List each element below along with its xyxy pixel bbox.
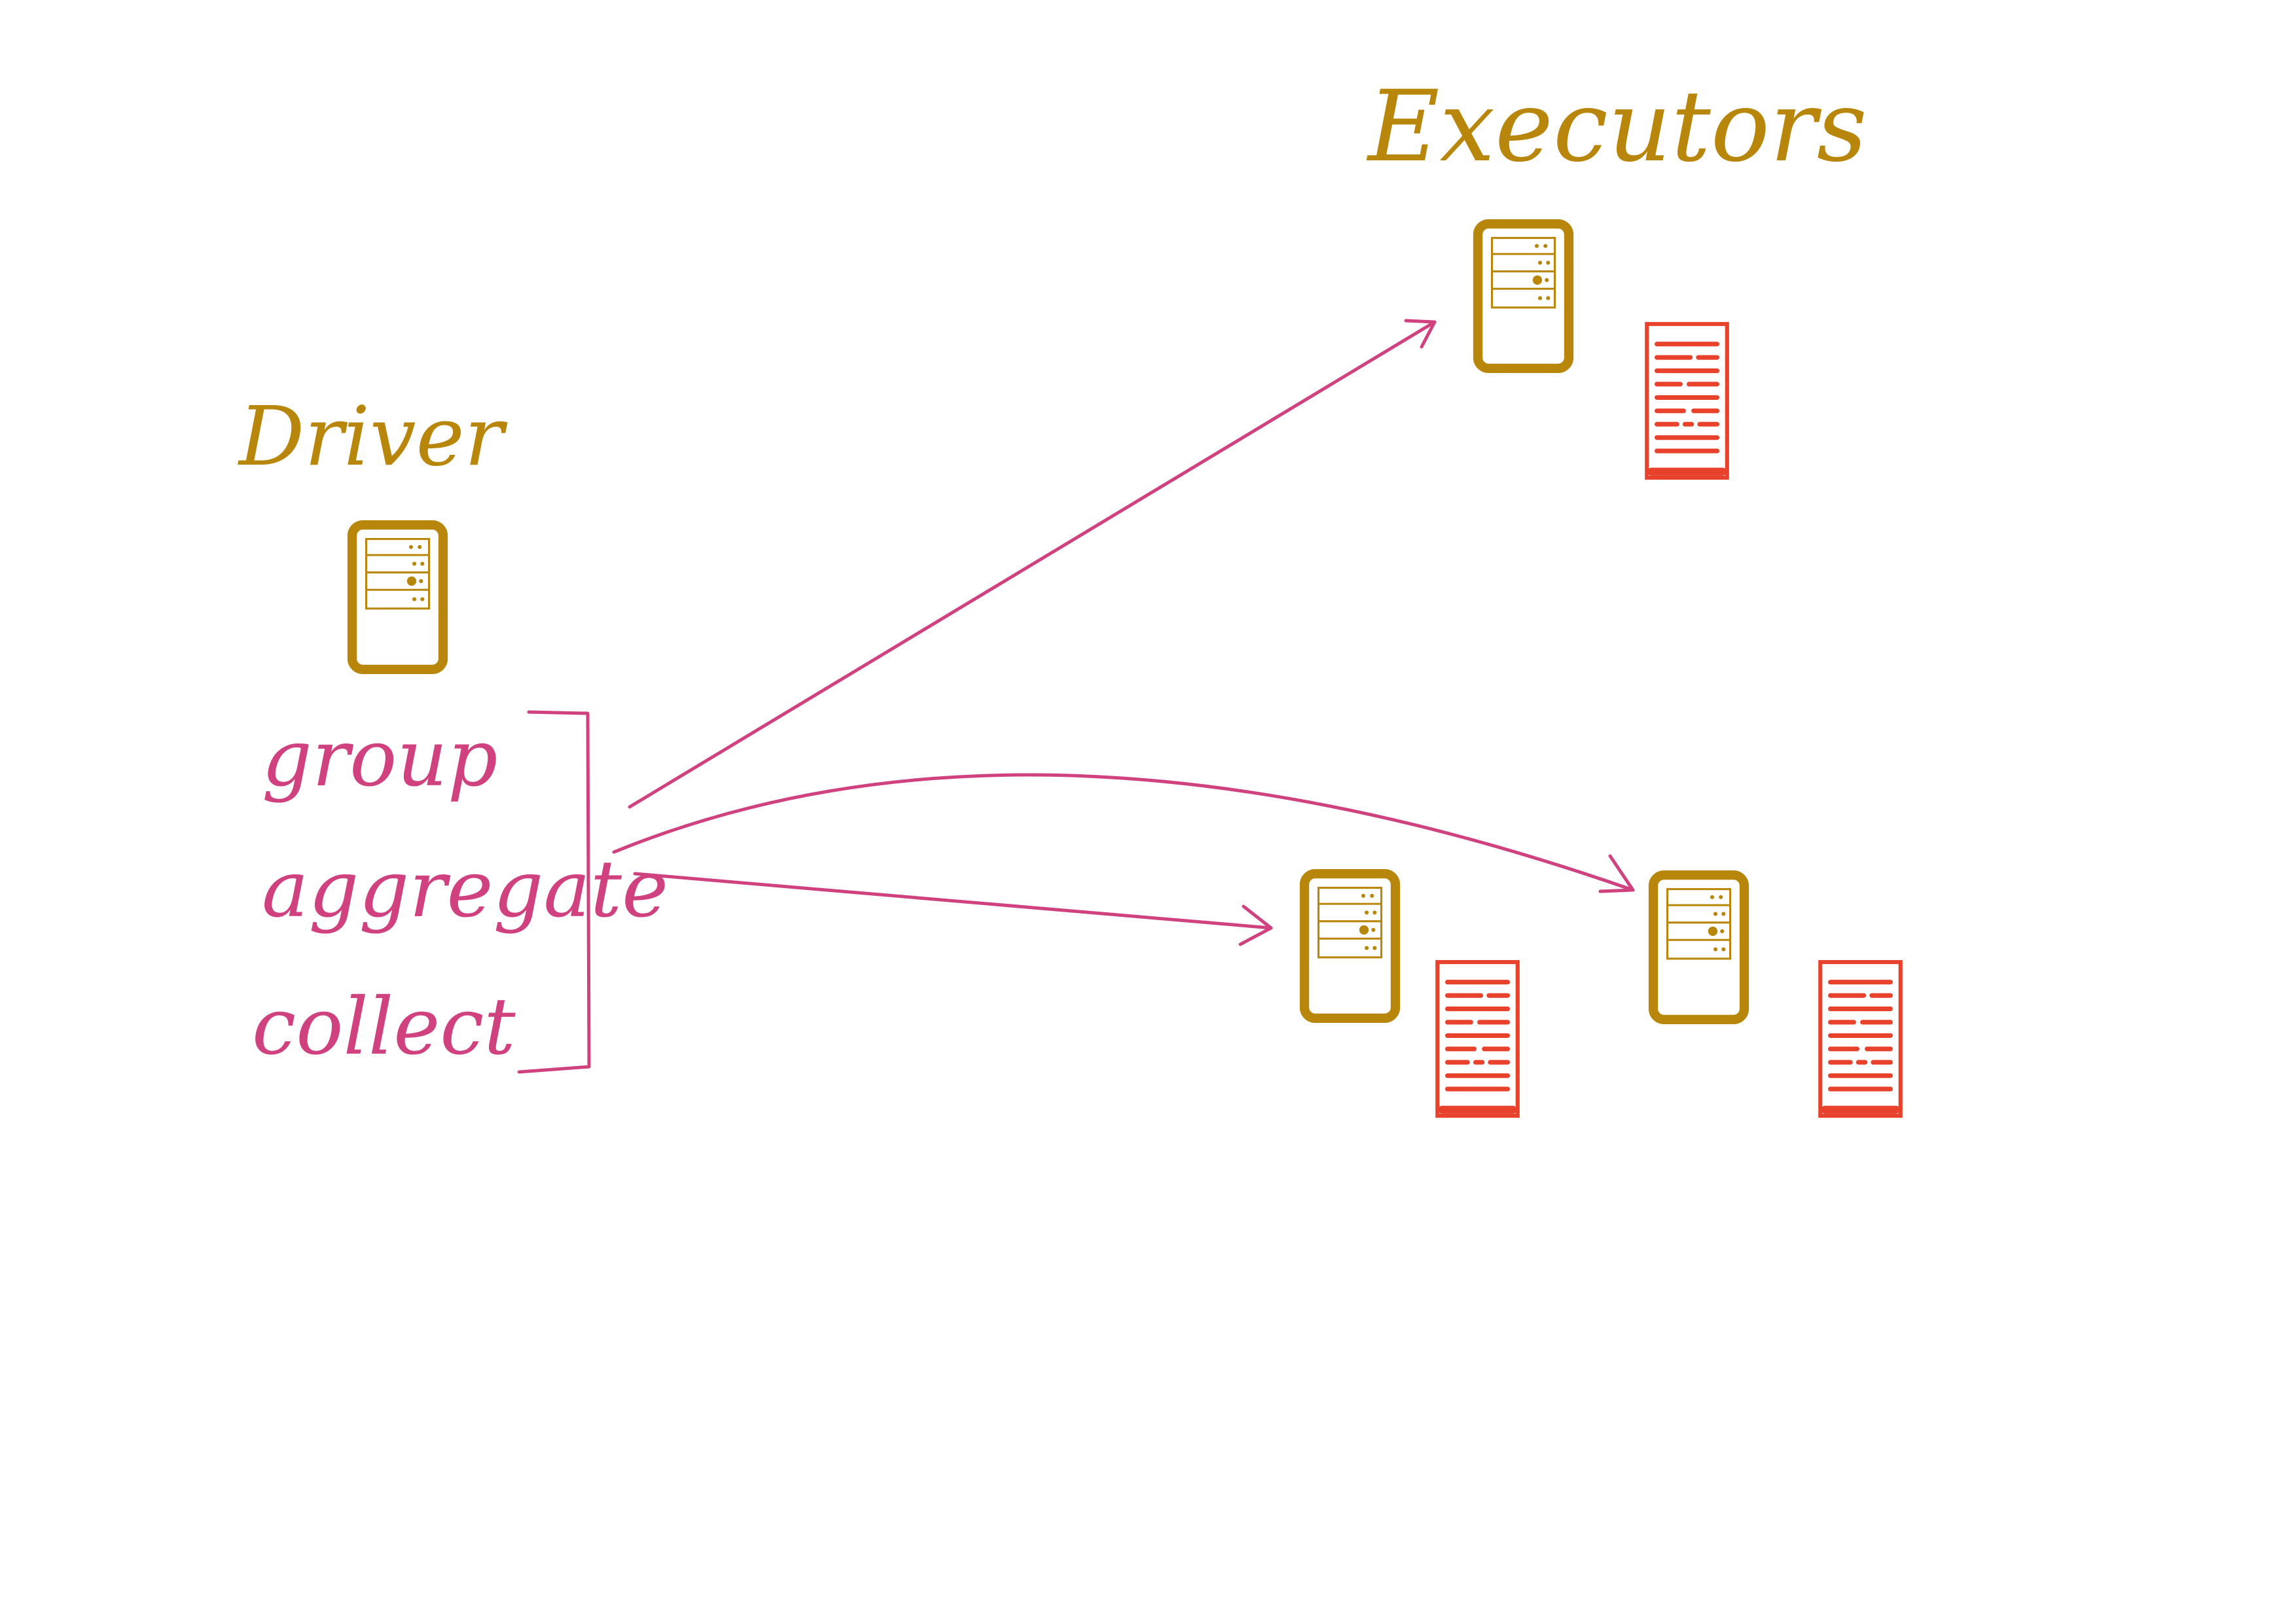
arrow-to-executor-3	[612, 773, 1635, 893]
operation-group: group	[262, 713, 498, 804]
partition-document-icon	[1437, 962, 1518, 1116]
arrow-to-executor-1	[628, 319, 1437, 809]
executor-server-icon	[1478, 224, 1569, 368]
operation-collect: collect	[252, 982, 516, 1073]
driver-server-icon	[352, 525, 443, 669]
executors-label: Executors	[1366, 70, 1867, 184]
driver-label: Driver	[238, 389, 508, 484]
executor-server-icon	[1653, 875, 1744, 1020]
arrow-to-executor-2	[633, 872, 1273, 946]
partition-document-icon	[1820, 962, 1901, 1116]
partition-document-icon	[1647, 324, 1727, 478]
executor-server-icon	[1304, 874, 1395, 1018]
operations-bracket	[517, 710, 591, 1074]
operation-aggregate: aggregate	[262, 844, 668, 935]
